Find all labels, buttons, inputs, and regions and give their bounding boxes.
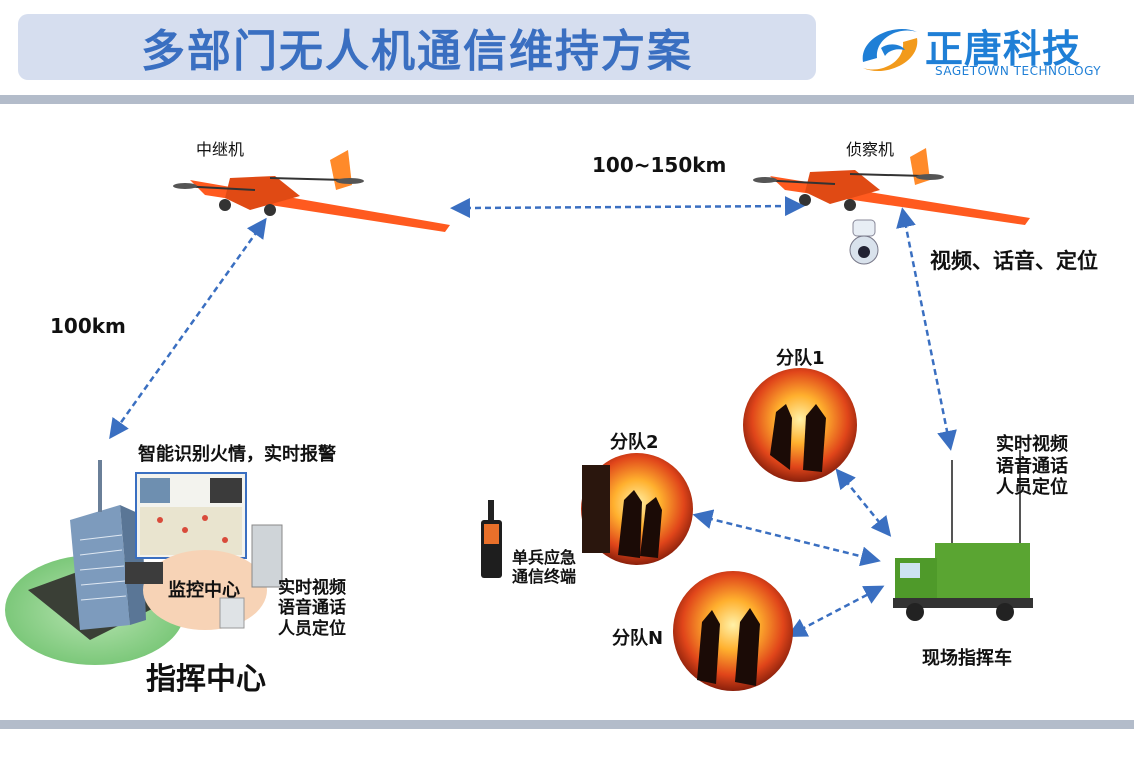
center-services-label: 实时视频 语音通话 人员定位 xyxy=(278,578,346,639)
field-vehicle-label: 现场指挥车 xyxy=(922,644,1012,670)
team1-photo xyxy=(743,368,857,482)
relay-drone-label: 中继机 xyxy=(196,136,244,160)
monitor-center-label: 监控中心 xyxy=(168,576,240,602)
monitor-screen xyxy=(136,473,246,558)
recon-capabilities-label: 视频、话音、定位 xyxy=(930,245,1098,275)
command-center-label: 指挥中心 xyxy=(146,654,266,698)
relay-drone xyxy=(173,150,450,232)
handheld-terminal xyxy=(481,500,502,578)
team1-label: 分队1 xyxy=(776,344,825,370)
team2-photo xyxy=(581,453,693,565)
team2-label: 分队2 xyxy=(610,428,659,454)
link-range-label: 100~150km xyxy=(592,153,726,177)
fire-detection-label: 智能识别火情，实时报警 xyxy=(138,440,336,466)
teamN-photo xyxy=(673,571,793,691)
terminal-label: 单兵应急 通信终端 xyxy=(512,548,576,586)
vehicle-services-label: 实时视频 语音通话 人员定位 xyxy=(996,434,1068,499)
recon-drone-label: 侦察机 xyxy=(846,136,894,160)
ground-range-label: 100km xyxy=(50,314,126,338)
teamN-label: 分队N xyxy=(612,624,663,650)
